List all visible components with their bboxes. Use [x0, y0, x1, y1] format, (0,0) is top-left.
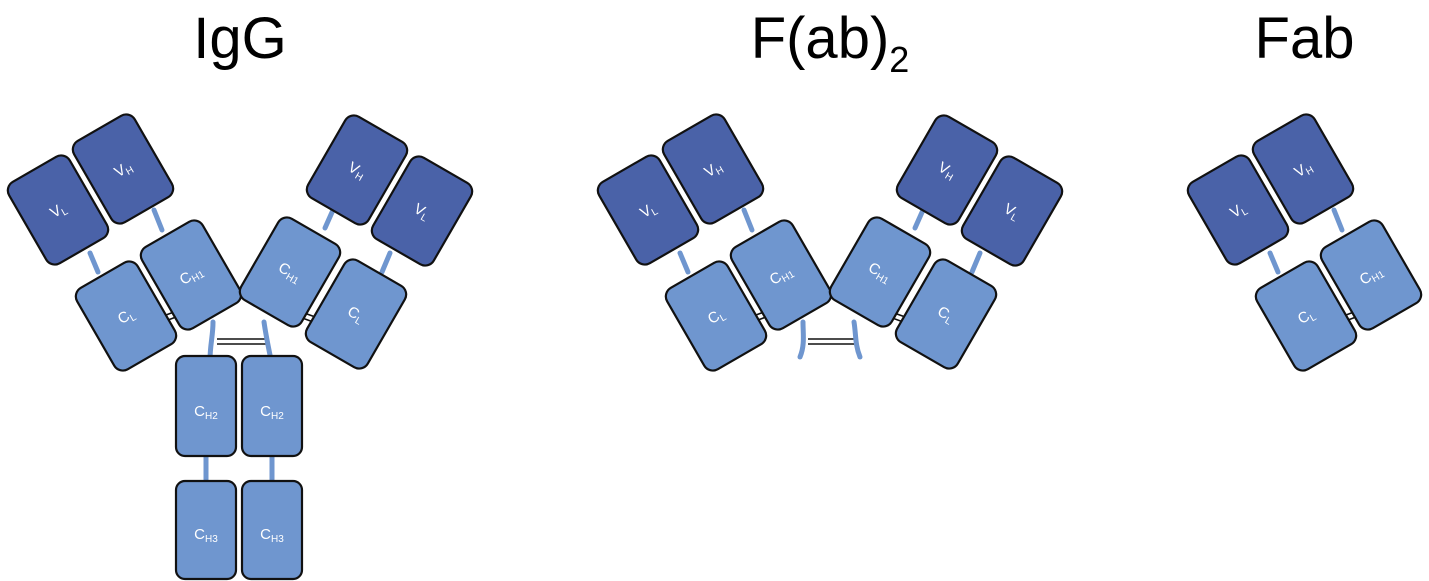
ch1-domain: CH1 — [729, 219, 833, 331]
cl-domain-right: CL — [894, 258, 998, 370]
ch2-domain-right: CH2 — [240, 354, 304, 458]
vl-domain-right: VL — [960, 155, 1064, 267]
cl-domain: CL — [664, 260, 768, 372]
ch3-label-right: CH3 — [260, 526, 284, 545]
igg-panel: IgG VL VH CL CH1 — [0, 0, 480, 581]
igg-title: IgG — [193, 6, 287, 71]
vh-domain-right: VH — [305, 114, 409, 226]
cl-domain: CL — [1254, 260, 1358, 372]
cl-domain: CL — [74, 260, 178, 372]
ch1-domain-right: CH1 — [828, 216, 932, 328]
vh-domain-right: VH — [895, 114, 999, 226]
ch1-domain: CH1 — [139, 219, 243, 331]
vl-domain: VL — [6, 154, 110, 266]
fab2-title: F(ab)2 — [750, 6, 910, 80]
cl-label-right: CL — [933, 303, 957, 328]
ch1-domain: CH1 — [1319, 219, 1423, 331]
vh-domain: VH — [661, 113, 765, 225]
ch3-domain-left: CH3 — [174, 479, 238, 581]
fab-title: Fab — [1254, 6, 1355, 71]
ch2-domain-left: CH2 — [174, 354, 238, 458]
igg-diagram: VL VH CL CH1 VH VL CH1 CL — [6, 113, 474, 581]
ch2-label-right: CH2 — [260, 403, 284, 422]
vl-domain: VL — [596, 154, 700, 266]
ch3-label-left: CH3 — [194, 526, 218, 545]
vl-domain-right: VL — [370, 155, 474, 267]
ch3-domain-right: CH3 — [240, 479, 304, 581]
cl-domain-right: CL — [304, 258, 408, 370]
fab-panel: Fab VL VH CL CH1 — [1180, 0, 1429, 581]
ch2-label-left: CH2 — [194, 403, 218, 422]
vh-domain: VH — [1251, 113, 1355, 225]
fab-diagram: VL VH CL CH1 — [1186, 113, 1423, 372]
vl-domain: VL — [1186, 154, 1290, 266]
cl-label-right: CL — [343, 303, 367, 328]
vh-domain: VH — [71, 113, 175, 225]
fab2-diagram: VL VH CL CH1 VH VL CH1 CL — [596, 113, 1064, 372]
ch1-domain-right: CH1 — [238, 216, 342, 328]
fab2-panel: F(ab)2 VL VH CL CH1 VH — [590, 0, 1070, 581]
